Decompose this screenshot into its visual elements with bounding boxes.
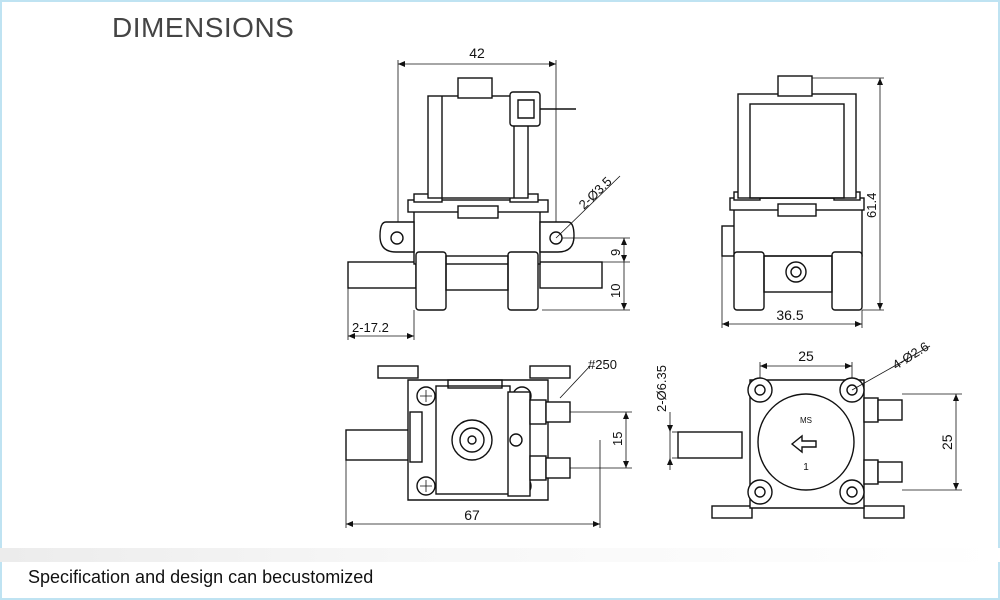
terminal-upper (545, 401, 571, 423)
side-coil-cap (777, 75, 813, 97)
dim-hole-3-5: 2-Ø3.5 (576, 174, 615, 212)
dim-42: 42 (469, 45, 485, 61)
dim-36-5: 36.5 (776, 307, 803, 323)
dim-15: 15 (610, 432, 625, 446)
top-flange-right (529, 365, 571, 379)
screw-top-left (416, 386, 436, 406)
front-body-center (445, 255, 509, 291)
front-body-left-leg (415, 251, 447, 311)
front-hole-left (390, 231, 404, 245)
top-flange-left (377, 365, 419, 379)
page-title: DIMENSIONS (112, 12, 295, 43)
top-view: #250 15 67 (345, 357, 632, 528)
bottom-terminal-lower (877, 461, 903, 483)
dim-4-hole-2-6: 4-Ø2.6 (890, 339, 932, 373)
coil-mark-ms: MS (800, 416, 812, 425)
side-body-center (763, 255, 833, 293)
top-port-outer (451, 419, 493, 461)
dim-2-17-2: 2-17.2 (352, 320, 389, 335)
top-pipe (345, 429, 413, 461)
side-view: 61.4 36.5 (721, 75, 884, 328)
footer-note: Specification and design can becustomize… (28, 567, 374, 587)
top-port-inner (467, 435, 477, 445)
front-right-pipe (539, 261, 603, 289)
terminal-lower (545, 457, 571, 479)
top-coil (435, 385, 511, 495)
front-plate-center (457, 205, 499, 219)
dim-25-vertical: 25 (939, 434, 955, 450)
side-coil-bracket (737, 93, 857, 199)
bottom-view: MS 1 25 4-Ø2.6 25 2-Ø6.35 (654, 339, 962, 519)
corner-hole-br (839, 479, 865, 505)
front-body-right-leg (507, 251, 539, 311)
dim-9: 9 (608, 249, 623, 256)
top-connector (507, 391, 531, 497)
side-leg-right (831, 251, 863, 311)
corner-hole-bl (747, 479, 773, 505)
dim-25-horizontal: 25 (798, 348, 814, 364)
dim-61-4: 61.4 (864, 193, 879, 218)
dim-67: 67 (464, 507, 480, 523)
front-view: 42 2-Ø3.5 9 10 2-17.2 (347, 45, 630, 340)
side-coil (749, 103, 845, 199)
front-connector (509, 91, 541, 127)
side-port-inner (790, 266, 802, 278)
bottom-pipe (677, 431, 743, 459)
side-leg-left (733, 251, 765, 311)
front-flange-left (379, 221, 415, 253)
front-left-pipe (347, 261, 417, 289)
dim-terminal-250: #250 (588, 357, 617, 372)
dim-10: 10 (608, 284, 623, 298)
screw-bottom-left (416, 476, 436, 496)
coil-mark-1: 1 (803, 462, 809, 473)
corner-hole-tl (747, 377, 773, 403)
bottom-coil-circle (757, 393, 855, 491)
front-coil-cap (457, 77, 493, 99)
flow-arrow-icon (790, 434, 817, 454)
side-port-outer (785, 261, 807, 283)
footer-shade (0, 548, 1000, 562)
bottom-terminal-upper (877, 399, 903, 421)
dim-pipe-6-35: 2-Ø6.35 (654, 365, 669, 412)
